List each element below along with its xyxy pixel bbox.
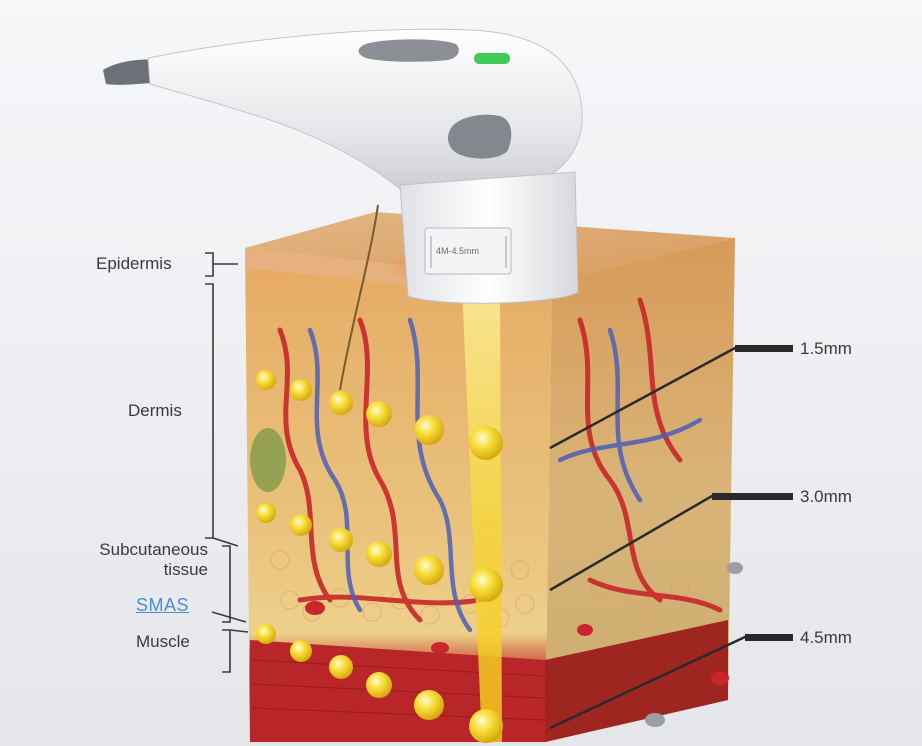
focal-point — [469, 568, 503, 602]
focal-point — [256, 624, 276, 644]
label-subcutaneous-tissue: Subcutaneous tissue — [58, 540, 208, 580]
label-subcutaneous-line1: Subcutaneous — [99, 540, 208, 559]
depth-label-4-5mm: 4.5mm — [800, 628, 852, 647]
focal-point — [366, 672, 392, 698]
focal-point — [469, 709, 503, 743]
ultrasound-beam — [462, 286, 502, 742]
focal-point — [290, 514, 312, 536]
depth-label-1-5mm: 1.5mm — [800, 339, 852, 358]
depth-label-3-0mm: 3.0mm — [800, 487, 852, 506]
label-muscle: Muscle — [136, 632, 190, 651]
focal-point — [366, 541, 392, 567]
focal-point — [414, 690, 444, 720]
focal-point — [366, 401, 392, 427]
focal-point — [329, 391, 353, 415]
focal-point — [469, 426, 503, 460]
focal-point-group — [256, 370, 503, 743]
hifu-handpiece-icon — [103, 28, 583, 304]
layer-brackets — [205, 252, 249, 673]
transducer-depth-label: 4M-4.5mm — [436, 246, 480, 256]
focal-point — [256, 370, 276, 390]
label-subcutaneous-line2: tissue — [163, 560, 208, 579]
focal-point — [329, 528, 353, 552]
focal-point — [414, 555, 444, 585]
focal-point — [329, 655, 353, 679]
skin-side-face — [545, 238, 735, 742]
focal-point — [256, 503, 276, 523]
label-epidermis: Epidermis — [96, 254, 172, 273]
power-button-icon — [474, 53, 510, 64]
focal-point — [290, 640, 312, 662]
focal-point — [414, 415, 444, 445]
label-smas: SMAS — [136, 595, 190, 615]
label-dermis: Dermis — [128, 401, 182, 420]
focal-point — [290, 379, 312, 401]
